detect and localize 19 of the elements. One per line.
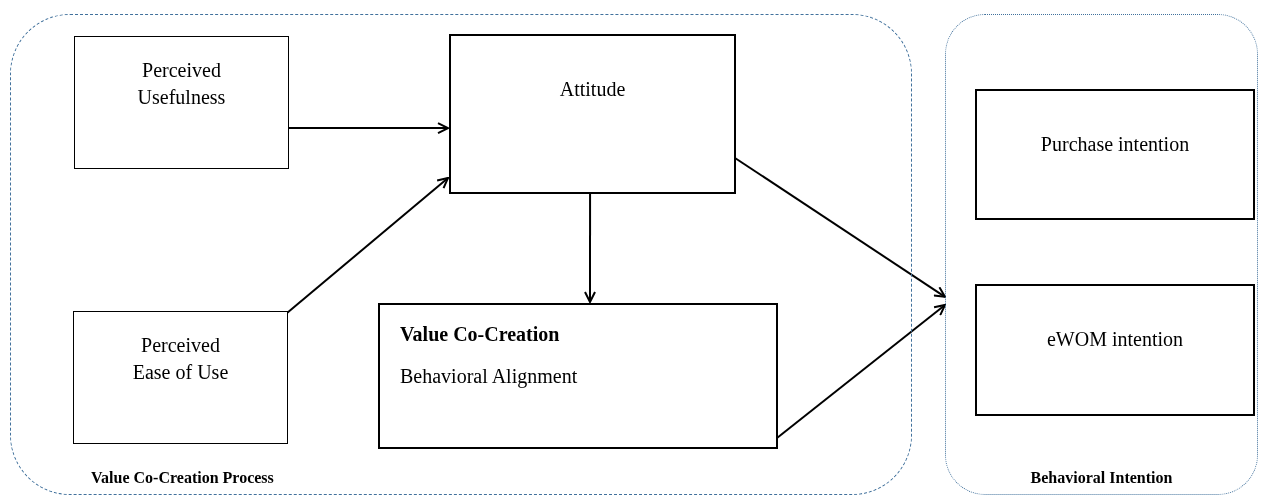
arrow [287,122,449,135]
group-label: Behavioral Intention [1030,468,1173,488]
box-label: Perceived Ease of Use [131,333,230,385]
box-label: Attitude [559,77,626,102]
construct-box [378,303,778,449]
arrow [584,192,596,303]
arrow [286,176,449,315]
box-label: eWOM intention [1046,327,1184,352]
box-label: Purchase intention [1040,132,1190,157]
group-panel [10,14,912,495]
box-label: Behavioral Alignment [400,364,578,390]
box-label: Perceived Usefulness [136,58,227,110]
construct-box [975,284,1255,416]
construct-box [449,34,736,194]
group-label: Value Co-Creation Process [91,468,275,488]
box-heading: Value Co-Creation [400,322,560,347]
construct-box [73,311,288,444]
construct-box [975,89,1255,220]
construct-box [74,36,289,169]
